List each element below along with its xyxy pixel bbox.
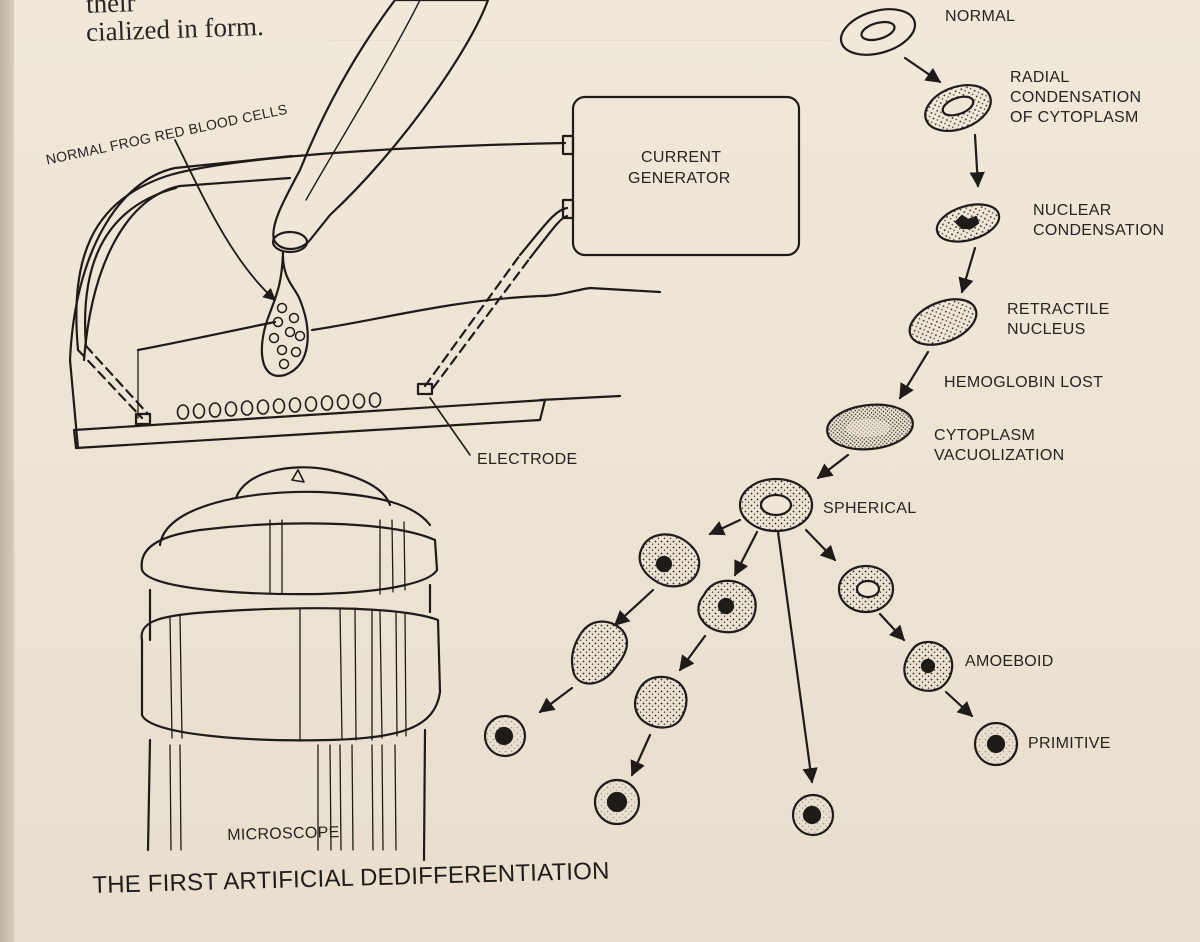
stage-nuclear-2: CONDENSATION bbox=[1033, 221, 1164, 241]
label-electrode: ELECTRODE bbox=[477, 450, 578, 470]
cell-droplet bbox=[262, 252, 308, 376]
stage-vacuolization-2: VACUOLIZATION bbox=[934, 446, 1064, 466]
microscope bbox=[142, 467, 440, 860]
stage-radial-2: CONDENSATION bbox=[1010, 88, 1141, 108]
stage-radial-1: RADIAL bbox=[1010, 68, 1070, 88]
stage-amoeboid: AMOEBOID bbox=[965, 652, 1054, 672]
stage-vacuolization-1: CYTOPLASM bbox=[934, 426, 1035, 446]
stage-normal: NORMAL bbox=[945, 7, 1015, 27]
cell-sequence bbox=[485, 1, 1017, 835]
label-microscope: MICROSCOPE bbox=[227, 823, 340, 846]
pipette bbox=[273, 0, 488, 252]
label-current-generator-2: GENERATOR bbox=[628, 169, 731, 189]
stage-hemoglobin-lost: HEMOGLOBIN LOST bbox=[944, 373, 1103, 393]
label-current-generator-1: CURRENT bbox=[641, 148, 721, 168]
stage-nuclear-1: NUCLEAR bbox=[1033, 201, 1112, 221]
stage-retractile-1: RETRACTILE bbox=[1007, 300, 1110, 320]
stage-spherical: SPHERICAL bbox=[823, 499, 916, 519]
stage-radial-3: OF CYTOPLASM bbox=[1010, 108, 1139, 128]
stage-retractile-2: NUCLEUS bbox=[1007, 320, 1086, 340]
stage-primitive: PRIMITIVE bbox=[1028, 734, 1111, 754]
